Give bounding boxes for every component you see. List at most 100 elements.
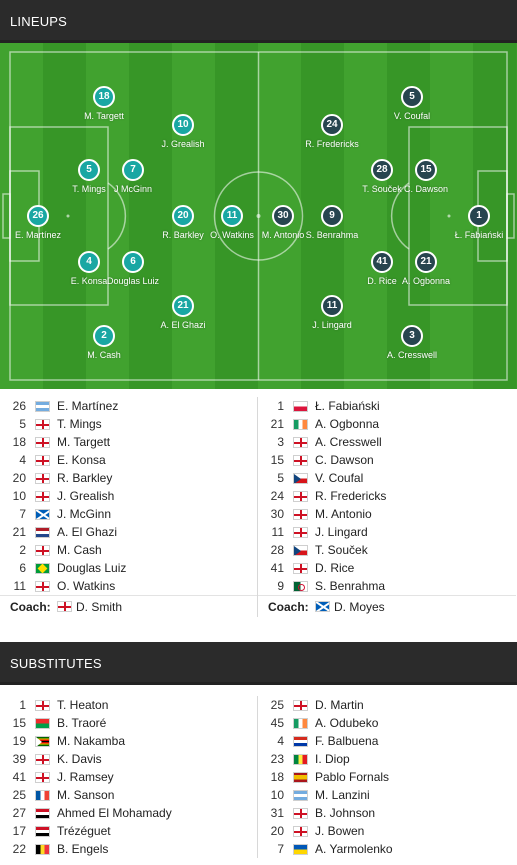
player-name[interactable]: Trézéguet <box>57 824 111 838</box>
player-name[interactable]: S. Benrahma <box>315 579 386 593</box>
player-name[interactable]: J. Bowen <box>315 824 365 838</box>
player-name[interactable]: M. Sanson <box>57 788 115 802</box>
player-name[interactable]: D. Rice <box>315 561 355 575</box>
away-coach-name[interactable]: D. Moyes <box>334 600 385 614</box>
player-name[interactable]: I. Diop <box>315 752 350 766</box>
player-name[interactable]: K. Davis <box>57 752 102 766</box>
player-name[interactable]: J. Ramsey <box>57 770 114 784</box>
player-name[interactable]: A. Cresswell <box>315 435 382 449</box>
player-name[interactable]: Ahmed El Mohamady <box>57 806 172 820</box>
player-name[interactable]: A. Odubeko <box>315 716 379 730</box>
player-name[interactable]: J. Grealish <box>57 489 115 503</box>
player-name[interactable]: T. Souček <box>315 543 368 557</box>
player-name[interactable]: T. Heaton <box>57 698 109 712</box>
player-name[interactable]: M. Cash <box>57 543 102 557</box>
player-name[interactable]: A. El Ghazi <box>57 525 118 539</box>
player-name[interactable]: E. Konsa <box>57 453 106 467</box>
player-name[interactable]: M. Nakamba <box>57 734 126 748</box>
home-coach-name[interactable]: D. Smith <box>76 600 123 614</box>
player-name[interactable]: R. Fredericks <box>315 489 387 503</box>
player-name[interactable]: J. Lingard <box>315 525 368 539</box>
player-name[interactable]: J. McGinn <box>57 507 112 521</box>
player-name[interactable]: Ł. Fabiański <box>315 399 380 413</box>
player-name[interactable]: A. Yarmolenko <box>315 842 393 856</box>
player-name[interactable]: R. Barkley <box>57 471 113 485</box>
player-name[interactable]: T. Mings <box>57 417 102 431</box>
player-name[interactable]: O. Watkins <box>57 579 116 593</box>
player-name[interactable]: E. Martínez <box>57 399 119 413</box>
player-name[interactable]: C. Dawson <box>315 453 374 467</box>
player-name[interactable]: B. Engels <box>57 842 109 856</box>
player-name[interactable]: Douglas Luiz <box>57 561 127 575</box>
player-name[interactable]: B. Traoré <box>57 716 107 730</box>
player-name[interactable]: M. Targett <box>57 435 111 449</box>
player-name[interactable]: B. Johnson <box>315 806 376 820</box>
player-name[interactable]: F. Balbuena <box>315 734 379 748</box>
player-name[interactable]: D. Martin <box>315 698 364 712</box>
player-name[interactable]: M. Lanzini <box>315 788 370 802</box>
player-name[interactable]: A. Ogbonna <box>315 417 380 431</box>
player-name[interactable]: M. Antonio <box>315 507 372 521</box>
player-name[interactable]: Pablo Fornals <box>315 770 390 784</box>
